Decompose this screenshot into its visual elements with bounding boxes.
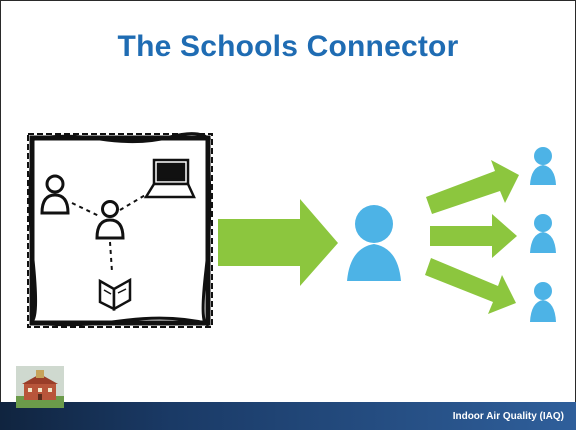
arrow-icon xyxy=(425,258,516,314)
arrow-icon xyxy=(218,199,338,286)
slide-title: The Schools Connector xyxy=(117,30,459,63)
resource-network-box xyxy=(27,132,213,328)
person-icon xyxy=(530,282,556,322)
person-icon xyxy=(530,214,556,253)
person-icon xyxy=(530,147,556,185)
footer-bar xyxy=(0,402,576,430)
person-icon xyxy=(40,174,70,215)
book-icon xyxy=(98,277,132,312)
person-icon xyxy=(95,200,125,240)
network-links xyxy=(71,193,148,273)
footer-label: Indoor Air Quality (IAQ) xyxy=(452,411,564,422)
person-icon xyxy=(347,205,401,281)
laptop-icon xyxy=(143,158,196,199)
school-building-icon xyxy=(16,366,64,408)
arrow-icon xyxy=(426,160,519,214)
arrow-icon xyxy=(430,214,517,258)
